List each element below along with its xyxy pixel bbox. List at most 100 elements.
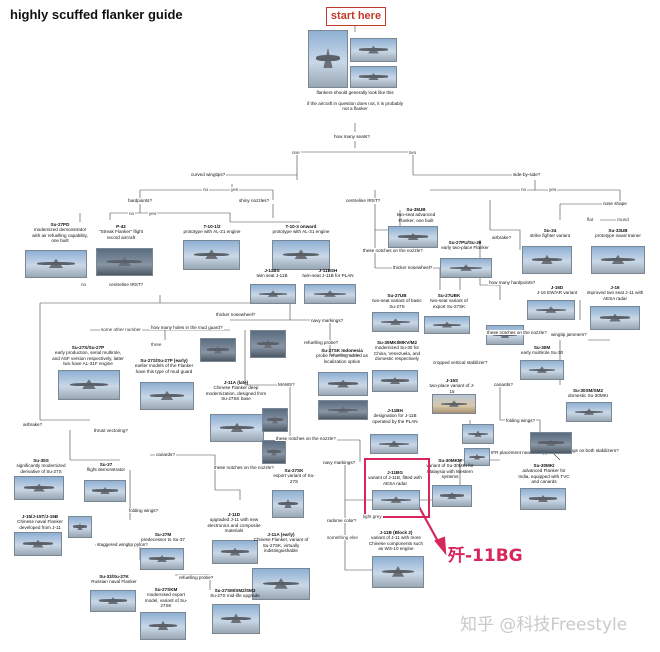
question-navy-markings-2: navy markings?: [322, 460, 357, 465]
su-27s-photo: [58, 370, 120, 400]
j-16-photo: [590, 306, 640, 330]
answer-light-grey: light grey: [362, 514, 383, 519]
question-ifr-placement: IFR placement near canopy?: [490, 450, 551, 455]
j-15-photo: [14, 532, 62, 556]
question-side-by-side: side-by-side?: [512, 172, 542, 177]
question-airbrake: airbrake?: [22, 422, 44, 427]
answer-some-other-number: some other number: [100, 327, 142, 332]
question-fairings-stabilizers: fairings on both stabilizers?: [562, 448, 620, 453]
answer-yes: yes: [148, 211, 158, 216]
question-folding-wings-2: folding wings?: [128, 508, 160, 513]
question-shiny-nozzles: shiny nozzles?: [238, 198, 271, 203]
question-hardpoints: hardpoints?: [127, 198, 154, 203]
question-airbrake-two-seat: airbrake?: [491, 235, 513, 240]
aircraft-su-27s-early: Su-27S/Su-27P (early)earlier models of t…: [134, 358, 194, 374]
answer-yes: yes: [548, 187, 558, 192]
flanker-side-view-photo: [350, 38, 397, 62]
question-maws: MAWS?: [277, 382, 296, 387]
answer-one: one: [291, 150, 301, 155]
question-notches-nozzle-2: these notches on the nozzle?: [213, 465, 275, 470]
aircraft-j-11a-early: J-11A (early)Chinese Flanker, variant of…: [253, 532, 309, 554]
p-42-photo: [96, 248, 153, 276]
question-holes-mud-guard: how many holes in the mud guard?: [150, 325, 224, 330]
wing-fold-photo: [68, 516, 92, 538]
j-11bs-photo: [250, 284, 296, 304]
question-notches-nozzle-4: these notches on the nozzle?: [275, 436, 337, 441]
j-11bg-photo: [372, 490, 420, 510]
aircraft-p-42: P-42"Streak Flanker" flight record aircr…: [98, 224, 144, 240]
question-canards-2: canards?: [493, 382, 514, 387]
question-how-many-hardpoints: how many hardpoints?: [488, 280, 537, 285]
mud-guard-photo: [200, 338, 236, 362]
stabilizer-photo: [462, 424, 494, 444]
su-30sm-photo: [566, 402, 612, 422]
su-27pd-photo: [25, 250, 87, 278]
j-15s-photo: [432, 394, 476, 414]
flanker-front-view-photo: [350, 66, 397, 88]
su-27skm-photo: [140, 612, 186, 640]
j-11bh-photo: [370, 434, 418, 454]
nozzle-photo: [262, 440, 286, 464]
answer-round: round: [616, 217, 630, 222]
question-cropped-stabilizer: cropped vertical stabilizer?: [432, 360, 489, 365]
su-27m-photo: [140, 548, 184, 570]
j-11bsh-photo: [304, 284, 356, 304]
question-staggered-pylon: staggered wingtip pylon?: [96, 542, 149, 547]
j-11a-early-photo: [252, 568, 310, 600]
refuelling-probe-photo: [318, 400, 368, 420]
answer-no: no: [202, 187, 210, 192]
t-10-3-photo: [272, 240, 330, 270]
answer-no: no: [520, 187, 528, 192]
su-34-photo: [522, 246, 572, 274]
start-here-button[interactable]: start here: [326, 7, 386, 26]
aircraft-j-11a-late: J-11A (late)Chinese Flanker deep moderni…: [205, 380, 267, 402]
question-centreline-irst: centreline IRST?: [108, 282, 145, 287]
question-refuelling-probe: refuelling probe?: [303, 340, 340, 345]
su-27sk-photo: [272, 490, 304, 518]
su-27ubk-photo: [424, 316, 470, 334]
answer-flat: flat: [586, 217, 595, 222]
answer-no: no: [128, 211, 136, 216]
j-11d-photo: [212, 540, 258, 564]
answer-there-is-no-irst: no: [80, 282, 88, 287]
aircraft-j-11b-block-2: J-11B (Block 2)variant of J-11 with more…: [368, 530, 424, 552]
answer-two: two: [408, 150, 418, 155]
su-27s-early-photo: [140, 382, 194, 410]
j-11b-block2-photo: [372, 556, 424, 588]
question-radome-colour: radome color?: [326, 518, 358, 523]
su-35s-photo: [14, 476, 64, 500]
su-30mki-photo: [520, 488, 566, 510]
fairing-photo: [530, 432, 572, 454]
maws-photo: [262, 408, 288, 432]
question-thrust-vectoring: thrust vectoring?: [93, 428, 129, 433]
su-33-photo: [90, 590, 136, 612]
su-33ub-photo: [591, 246, 645, 274]
flanker-planform-photo: [308, 30, 348, 88]
watermark: 知乎 @科技Freestyle: [460, 615, 628, 635]
t-10-1-2-photo: [183, 240, 240, 270]
question-thicker-nosewheel: thicker nosewheel?: [215, 312, 257, 317]
